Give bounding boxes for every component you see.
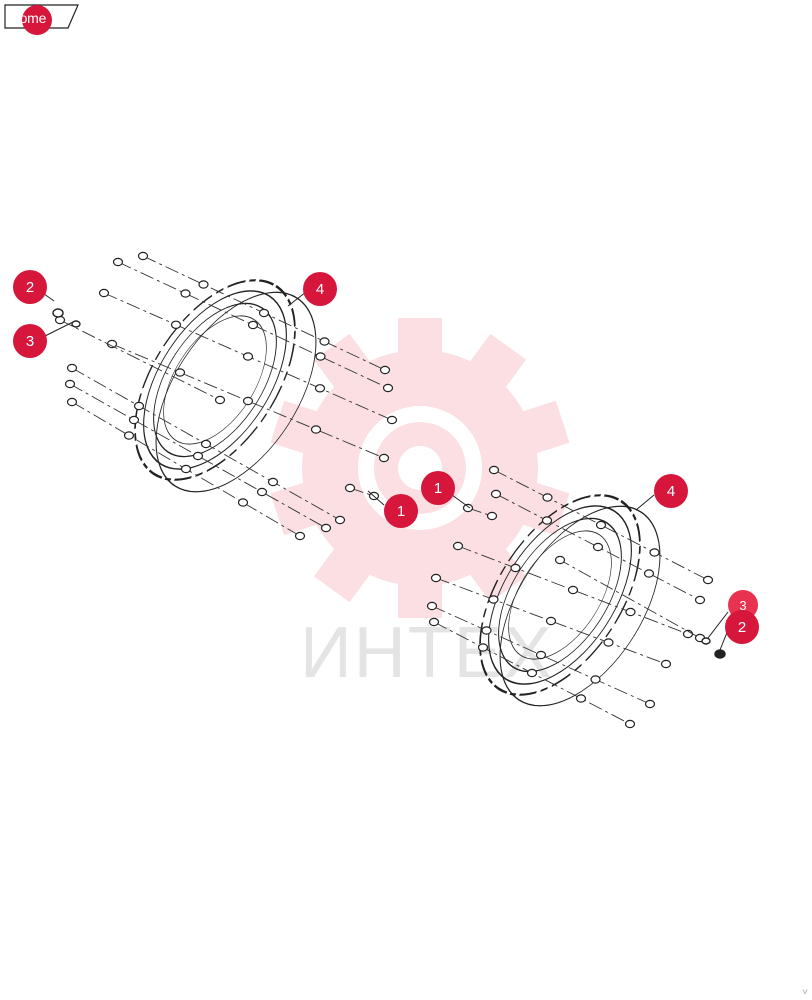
home-badge-icon	[22, 5, 52, 35]
isolated-nuts-washers	[52, 308, 726, 659]
callout-part-2[interactable]: 2	[725, 610, 759, 644]
callout-part-1[interactable]: 1	[384, 494, 418, 528]
home-button[interactable]: home	[4, 4, 80, 35]
watermark-text: ИНТЕХ	[300, 613, 554, 693]
home-label: home	[12, 10, 47, 26]
leader-lines	[39, 290, 729, 651]
right-sprocket	[479, 494, 661, 707]
left-sprocket	[134, 279, 317, 493]
callout-part-4[interactable]: 4	[303, 272, 337, 306]
callout-part-1[interactable]: 1	[421, 471, 455, 505]
callout-part-2[interactable]: 2	[13, 270, 47, 304]
corner-mark-icon: ˅	[802, 987, 808, 998]
callout-part-3[interactable]: 3	[13, 324, 47, 358]
callout-part-4[interactable]: 4	[654, 474, 688, 508]
